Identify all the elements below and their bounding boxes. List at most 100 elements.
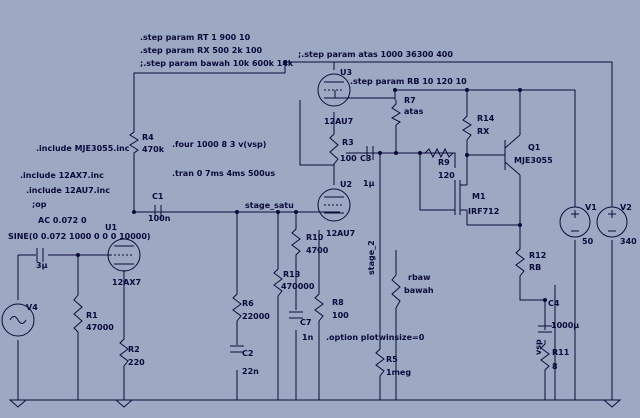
label-c3-value: 1µ <box>363 179 375 188</box>
label-r9-name: R9 <box>438 158 450 167</box>
directive-step-atas: ;.step param atas 1000 36300 400 <box>298 50 453 59</box>
directive-four: .four 1000 8 3 v(vsp) <box>172 140 266 149</box>
label-r5-value: 1meg <box>386 368 411 377</box>
label-u1-model: 12AX7 <box>112 278 141 287</box>
label-r2-name: R2 <box>128 345 140 354</box>
label-r4-value: 470k <box>142 145 165 154</box>
label-u3-model: 12AU7 <box>324 117 353 126</box>
label-r2-value: 220 <box>128 358 145 367</box>
directive-sine: SINE(0 0.072 1000 0 0 0 10000) <box>8 232 151 241</box>
label-c7-name: C7 <box>300 318 311 327</box>
label-r14-name: R14 <box>477 114 495 123</box>
label-c4-value: 1000µ <box>551 321 579 330</box>
label-r12-value: RB <box>529 263 541 272</box>
label-r3-name: R3 <box>342 138 354 147</box>
resistor-r14 <box>462 112 472 141</box>
tube-u3 <box>317 73 351 107</box>
label-r5-name: R5 <box>386 355 398 364</box>
mosfet-m1 <box>454 175 468 217</box>
label-cin-value: 3µ <box>36 261 48 270</box>
capacitors <box>36 146 552 353</box>
label-r4-name: R4 <box>142 133 154 142</box>
label-r10-name: R10 <box>306 233 324 242</box>
resistor-r8 <box>314 290 324 325</box>
label-c4-name: C4 <box>548 299 560 308</box>
directive-tran: .tran 0 7ms 4ms 500us <box>172 169 275 178</box>
label-r8-value: 100 <box>332 311 349 320</box>
directive-step-bawah: ;.step param bawah 10k 600k 14k <box>140 59 294 68</box>
directive-include-mje: .include MJE3055.inc <box>36 144 130 153</box>
capacitor-c3 <box>366 146 374 160</box>
tube-u1 <box>107 238 141 272</box>
label-r11-value: 8 <box>552 362 558 371</box>
directive-include-12ax7: .include 12AX7.inc <box>20 171 104 180</box>
label-u1-name: U1 <box>105 223 117 232</box>
label-c2-name: C2 <box>242 349 253 358</box>
resistor-r10 <box>291 225 301 258</box>
label-r13-value: 470000 <box>281 282 315 291</box>
resistor-r6 <box>232 290 242 325</box>
labels: .step param RT 1 900 10 .step param RX 5… <box>8 33 637 377</box>
source-v2 <box>596 206 628 238</box>
label-r3-value: 100 <box>340 154 357 163</box>
label-rbaw-value: bawah <box>404 286 434 295</box>
label-rbaw-name: rbaw <box>408 273 431 282</box>
label-r12-name: R12 <box>529 251 546 260</box>
directive-step-rx: .step param RX 500 2k 100 <box>140 46 263 55</box>
net-label-stage-satu: stage_satu <box>245 201 294 210</box>
bjt-q1 <box>495 113 521 180</box>
directive-step-rb: .step param RB 10 120 10 <box>350 77 467 86</box>
label-m1-name: M1 <box>472 192 486 201</box>
label-v1-value: 50 <box>582 237 594 246</box>
label-q1-name: Q1 <box>528 143 541 152</box>
resistor-r9 <box>424 147 454 159</box>
directive-ac: AC 0.072 0 <box>38 216 87 225</box>
label-c3-name: C3 <box>360 154 371 163</box>
source-v4 <box>1 303 35 337</box>
resistor-rbaw <box>391 270 401 315</box>
label-r8-name: R8 <box>332 298 344 307</box>
label-u2-name: U2 <box>340 180 352 189</box>
label-r6-value: 22000 <box>242 312 270 321</box>
resistor-r2 <box>119 335 129 370</box>
label-c7-value: 1n <box>302 333 314 342</box>
label-c2-value: 22n <box>242 367 259 376</box>
label-v2-name: V2 <box>620 203 632 212</box>
label-r9-value: 120 <box>438 171 455 180</box>
label-r7-value: atas <box>404 107 424 116</box>
tube-u2 <box>317 188 351 222</box>
resistor-r4 <box>129 128 139 155</box>
directive-include-12au7: .include 12AU7.inc <box>26 186 110 195</box>
ground-symbols <box>8 399 622 408</box>
resistor-r5 <box>375 345 385 380</box>
capacitor-c2 <box>230 345 244 353</box>
resistor-r7 <box>390 100 401 126</box>
capacitor-c1 <box>154 205 162 219</box>
label-v1-name: V1 <box>585 203 597 212</box>
label-r7-name: R7 <box>404 96 416 105</box>
net-label-stage-2: stage_2 <box>367 240 376 275</box>
label-r14-value: RX <box>477 127 490 136</box>
label-r10-value: 4700 <box>306 246 329 255</box>
label-r13-name: R13 <box>283 270 300 279</box>
directive-op: ;op <box>32 200 47 209</box>
resistor-r12 <box>515 245 525 280</box>
label-c1-value: 100n <box>148 214 171 223</box>
directive-option: .option plotwinsize=0 <box>326 333 425 342</box>
resistor-r13 <box>273 265 283 300</box>
label-u3-name: U3 <box>340 68 352 77</box>
capacitor-c7 <box>289 311 303 319</box>
capacitor-cin <box>36 248 44 262</box>
source-v1 <box>559 206 591 238</box>
net-label-vsp: vsp <box>534 339 543 355</box>
label-q1-model: MJE3055 <box>514 156 553 165</box>
label-c1-name: C1 <box>152 192 164 201</box>
junction-dots <box>76 60 547 302</box>
label-v2-value: 340 <box>620 237 637 246</box>
label-m1-model: IRF712 <box>468 207 499 216</box>
resistor-r3 <box>329 130 339 168</box>
label-r6-name: R6 <box>242 299 254 308</box>
capacitor-c4 <box>538 325 552 333</box>
label-r1-name: R1 <box>86 311 98 320</box>
